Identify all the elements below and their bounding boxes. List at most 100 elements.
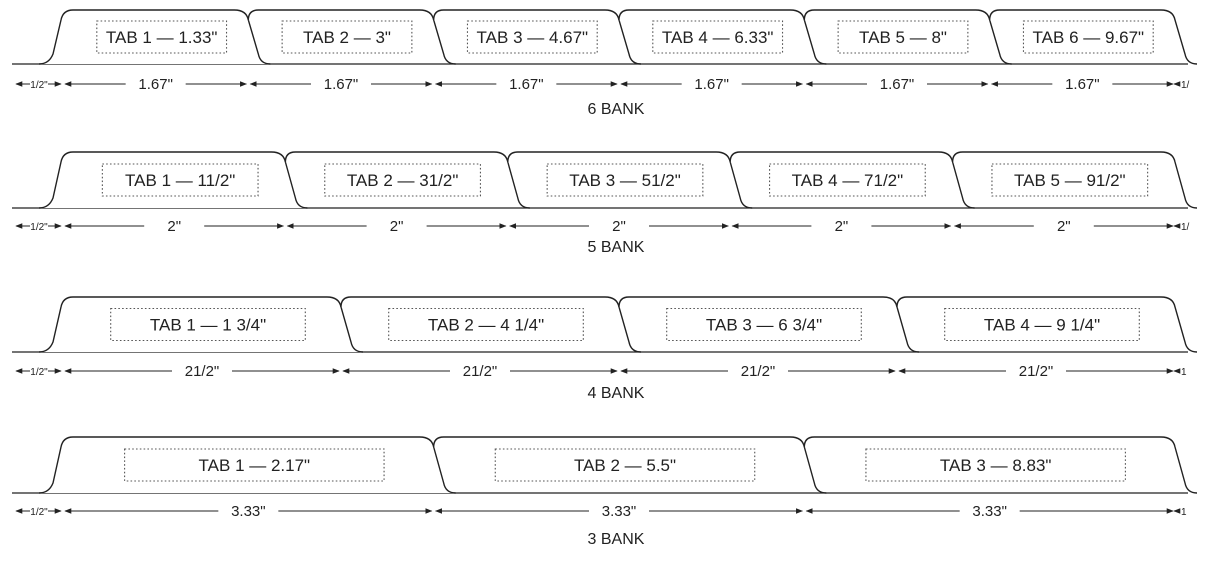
tab-outline — [507, 151, 753, 209]
bank-3: TAB 1 — 1 3/4" TAB 2 — 4 1/4" TAB 3 — 6 3/… — [12, 296, 1198, 402]
tab: TAB 2 — 3" — [247, 9, 456, 65]
tab-outline — [988, 9, 1198, 65]
tab-outline — [896, 296, 1198, 353]
tab: TAB 6 — 9.67" — [988, 9, 1198, 65]
spacing-dimension-label: 1.67" — [694, 76, 729, 93]
tab: TAB 2 — 4 1/4" — [340, 296, 642, 353]
dimension-row: 1/2" 21/2" 21/2" 21/2" 21/2" 1 — [15, 363, 1187, 380]
tab: TAB 4 — 9 1/4" — [896, 296, 1198, 353]
tab-outline — [729, 151, 975, 209]
spacing-dimension-label: 21/2" — [1019, 363, 1054, 380]
spacing-dimension-label: 3.33" — [602, 503, 637, 520]
tab-label: TAB 2 — 3" — [303, 28, 391, 47]
spacing-dimension-label: 3.33" — [231, 503, 266, 520]
bank-label: 4 BANK — [588, 385, 645, 402]
tab-outline — [618, 9, 827, 65]
bank-label: 5 BANK — [588, 239, 645, 256]
tab-label-box — [991, 163, 1149, 197]
tab-label: TAB 1 — 2.17" — [199, 456, 311, 475]
dimension-row: 1/2" 3.33" 3.33" 3.33" 1 — [15, 503, 1187, 520]
tab-label: TAB 6 — 9.67" — [1033, 28, 1145, 47]
tab-outline — [38, 151, 308, 209]
trail-dimension-label: 1/ — [1181, 80, 1190, 91]
tab-label: TAB 1 — 1.33" — [106, 28, 218, 47]
tab-label-box — [666, 307, 862, 342]
tab-label-box — [546, 163, 704, 197]
spacing-dimension-label: 2" — [1057, 218, 1071, 235]
tab-label-box — [494, 448, 756, 482]
bank-label: 3 BANK — [588, 531, 645, 548]
tab-label-box — [96, 20, 228, 54]
tab-outline — [284, 151, 530, 209]
tab: TAB 1 — 2.17" — [38, 436, 456, 494]
spacing-dimension-label: 1.67" — [509, 76, 544, 93]
tab-outline — [38, 436, 456, 494]
tab-label: TAB 4 — 6.33" — [662, 28, 774, 47]
trail-dimension-label: 1/ — [1181, 222, 1190, 233]
tab-outline — [432, 9, 642, 65]
tab: TAB 3 — 6 3/4" — [618, 296, 920, 353]
tab-label-box — [769, 163, 926, 197]
bank-label: 6 BANK — [588, 101, 645, 118]
dimension-row: 1/2"2"2"2"2"2"1/ — [15, 218, 1190, 235]
tab-label-box — [388, 307, 584, 342]
tab-label: TAB 2 — 4 1/4" — [428, 316, 544, 335]
lead-dimension-label: 1/2" — [30, 367, 48, 378]
tab-label: TAB 3 — 51/2" — [569, 171, 681, 190]
tab-label: TAB 2 — 5.5" — [574, 456, 676, 475]
spacing-dimension-label: 21/2" — [741, 363, 776, 380]
tab-outline — [803, 9, 1012, 65]
tab: TAB 2 — 31/2" — [284, 151, 530, 209]
spacing-dimension-label: 1.67" — [1065, 76, 1100, 93]
tab-label: TAB 5 — 91/2" — [1014, 171, 1126, 190]
bank-2: TAB 1 — 11/2" TAB 2 — 31/2" TAB 3 — 51/2" T… — [12, 151, 1198, 256]
tab: TAB 5 — 8" — [803, 9, 1012, 65]
tab-label-box — [944, 307, 1140, 342]
spacing-dimension-label: 2" — [390, 218, 404, 235]
lead-dimension-label: 1/2" — [30, 507, 48, 518]
tab-label: TAB 1 — 1 3/4" — [150, 316, 266, 335]
tab-label-box — [324, 163, 481, 197]
tab-label-box — [1022, 20, 1154, 54]
tab-outline — [803, 436, 1198, 494]
tab-outline — [38, 296, 364, 353]
tab-label: TAB 3 — 6 3/4" — [706, 316, 822, 335]
tab-label-box — [466, 20, 598, 54]
tab: TAB 3 — 51/2" — [507, 151, 753, 209]
tab: TAB 5 — 91/2" — [951, 151, 1198, 209]
tab: TAB 2 — 5.5" — [432, 436, 827, 494]
tab: TAB 4 — 6.33" — [618, 9, 827, 65]
lead-dimension-label: 1/2" — [30, 222, 48, 233]
trail-dimension-label: 1 — [1181, 507, 1187, 518]
tab-label-box — [110, 307, 306, 342]
tab: TAB 1 — 1 3/4" — [38, 296, 364, 353]
tab-label: TAB 1 — 11/2" — [125, 171, 235, 190]
tab-outline — [618, 296, 920, 353]
spacing-dimension-label: 1.67" — [324, 76, 359, 93]
tab-outline — [340, 296, 642, 353]
spacing-dimension-label: 1.67" — [880, 76, 915, 93]
tab-label: TAB 3 — 4.67" — [477, 28, 589, 47]
tab-label-box — [652, 20, 784, 54]
trail-dimension-label: 1 — [1181, 367, 1187, 378]
spacing-dimension-label: 2" — [612, 218, 626, 235]
tab-label: TAB 4 — 71/2" — [792, 171, 904, 190]
bank-4: TAB 1 — 2.17" TAB 2 — 5.5" TAB 3 — 8.83" 1/… — [12, 436, 1198, 548]
tab-label: TAB 4 — 9 1/4" — [984, 316, 1100, 335]
tab-label-box — [837, 20, 969, 54]
bank-1: TAB 1 — 1.33" TAB 2 — 3" TAB 3 — 4.67" TAB … — [12, 9, 1198, 118]
tab-label: TAB 2 — 31/2" — [347, 171, 459, 190]
tab: TAB 1 — 11/2" — [38, 151, 308, 209]
tab: TAB 3 — 4.67" — [432, 9, 642, 65]
tab-label: TAB 5 — 8" — [859, 28, 947, 47]
spacing-dimension-label: 21/2" — [185, 363, 220, 380]
spacing-dimension-label: 21/2" — [463, 363, 498, 380]
tab-label-box — [101, 163, 259, 197]
tab: TAB 3 — 8.83" — [803, 436, 1198, 494]
tab-label-box — [865, 448, 1126, 482]
tab-label-box — [124, 448, 385, 482]
spacing-dimension-label: 3.33" — [972, 503, 1007, 520]
tab-outline — [951, 151, 1198, 209]
dimension-row: 1/2"1.67"1.67"1.67"1.67"1.67"1.67"1/ — [15, 76, 1190, 93]
